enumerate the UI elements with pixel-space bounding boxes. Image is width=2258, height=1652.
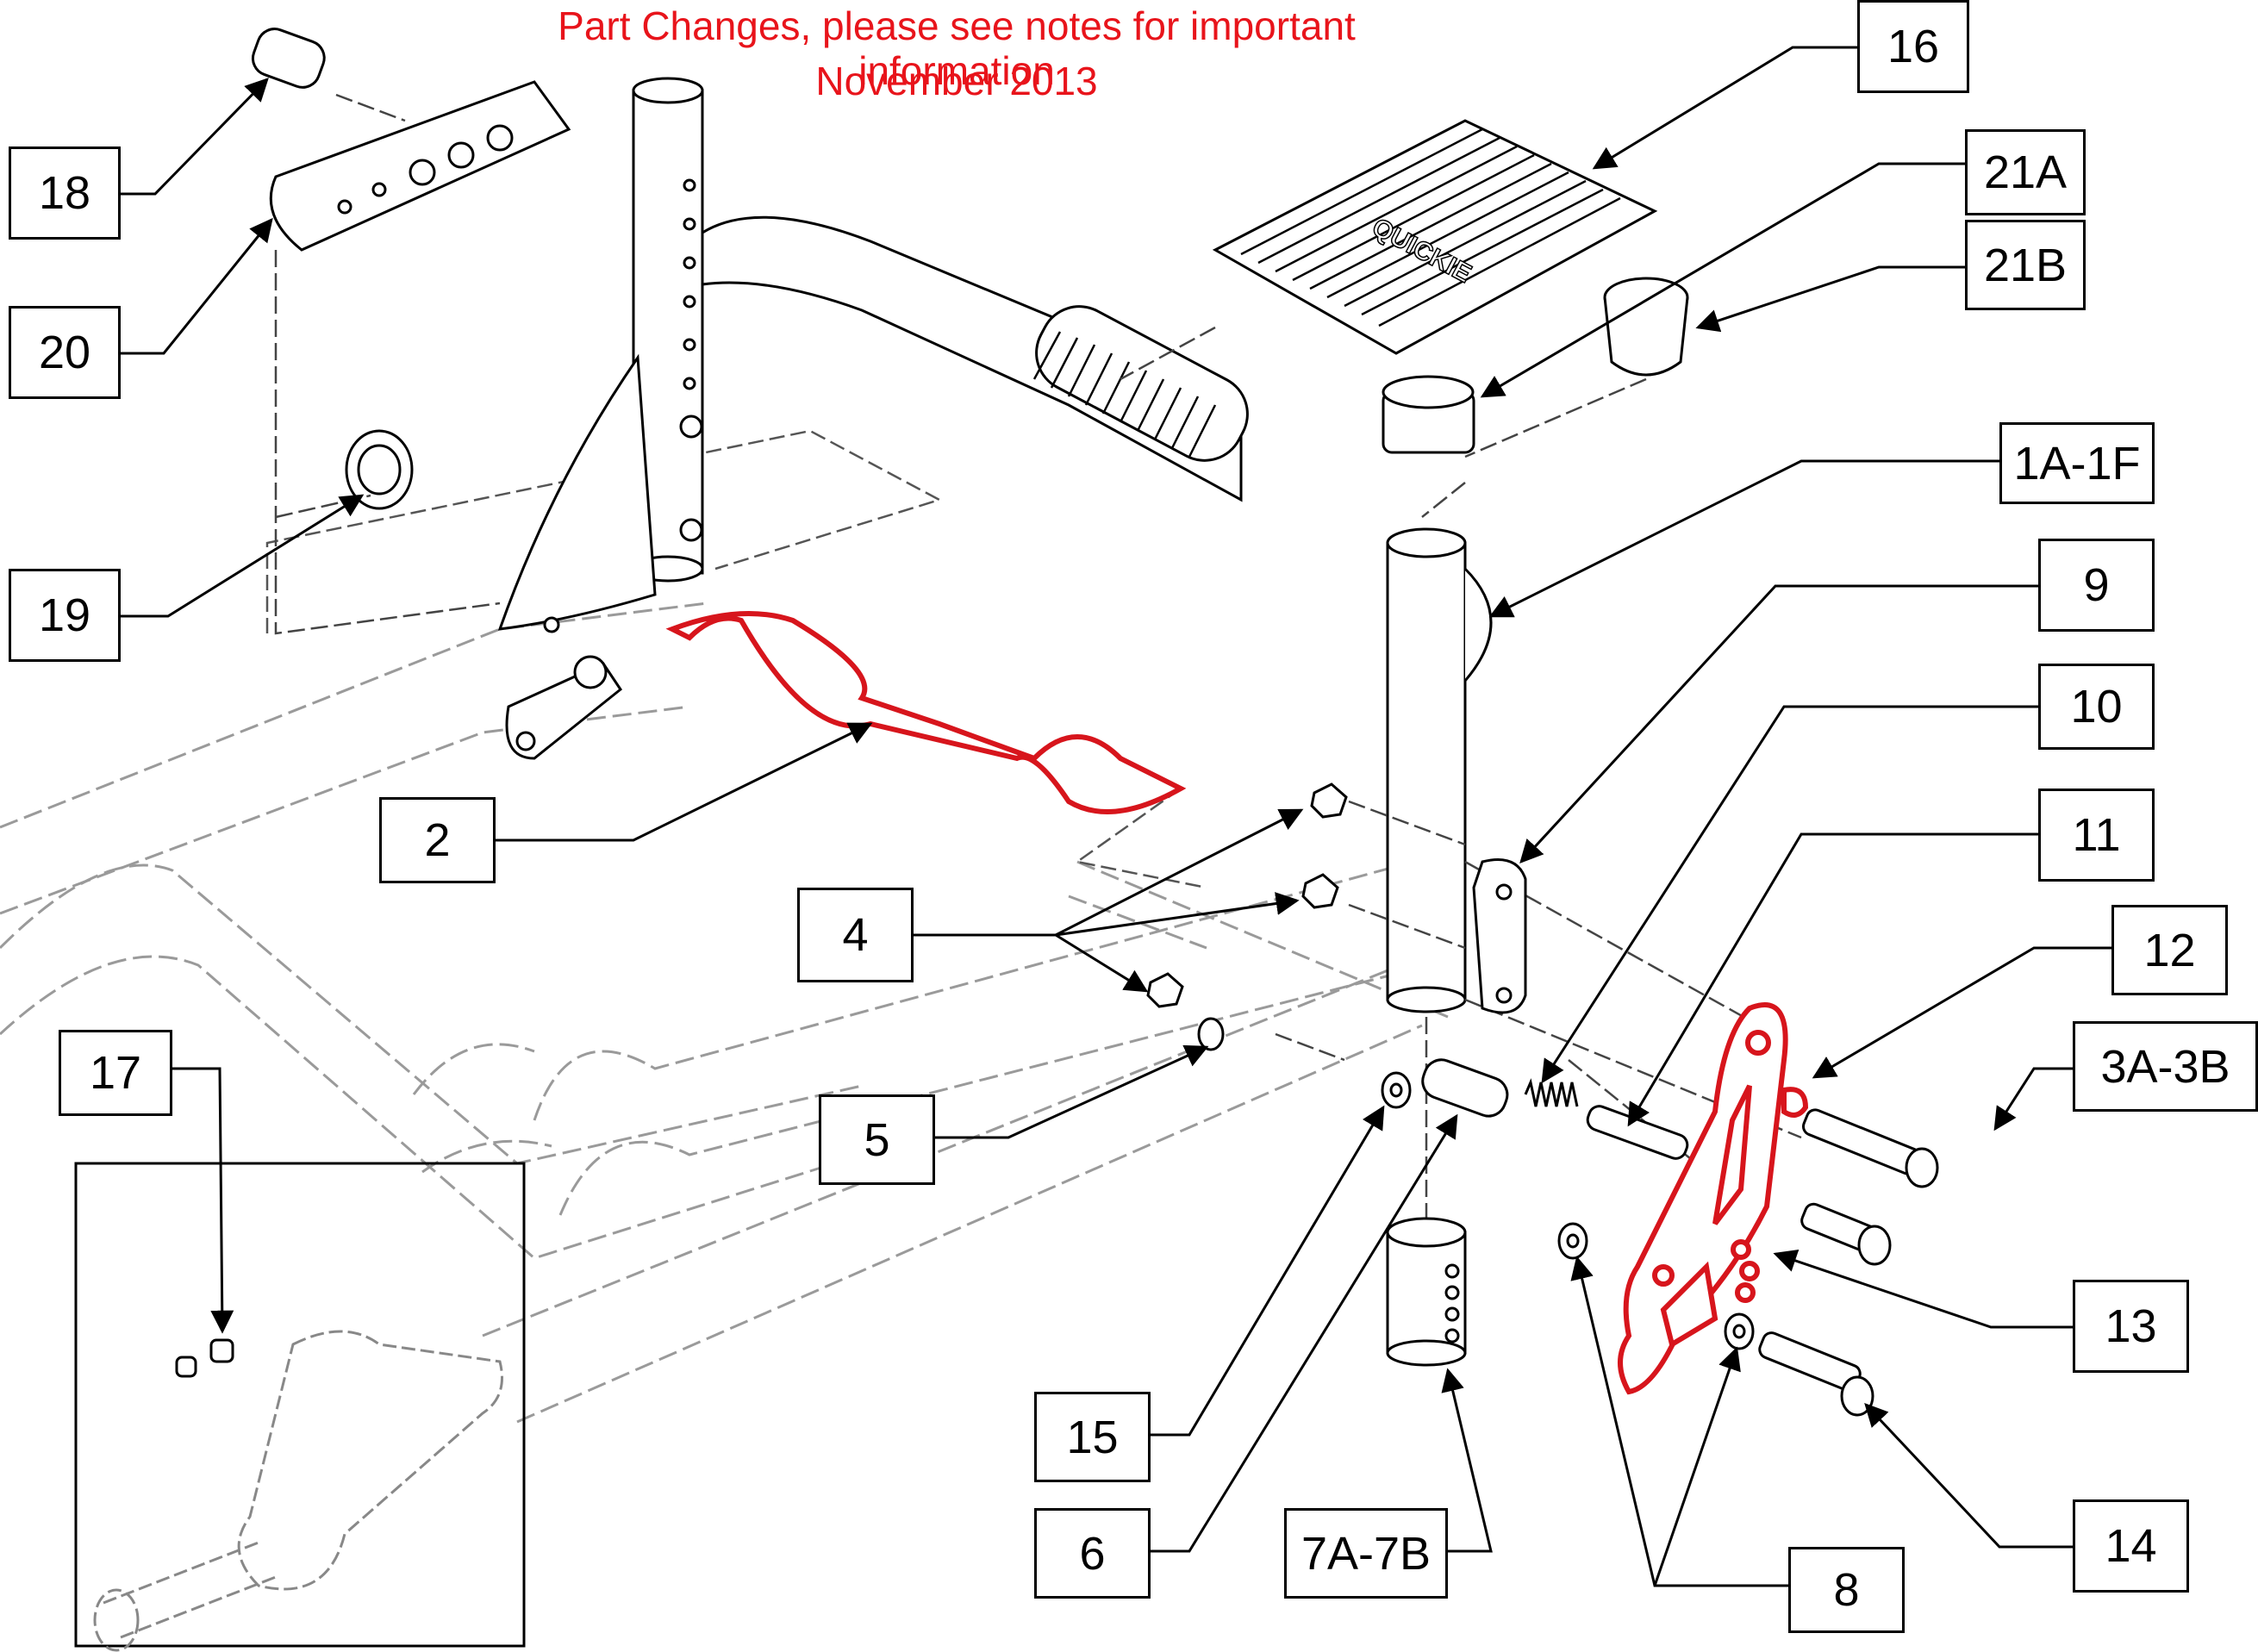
chair-frame-dashed bbox=[0, 602, 1449, 1424]
clamp-tube-20 bbox=[269, 80, 571, 252]
footplate-mat: QUICKIE bbox=[1212, 119, 1658, 355]
callout-3a-3b: 3A-3B bbox=[2073, 1021, 2258, 1112]
callout-18: 18 bbox=[9, 146, 121, 240]
left-bracket bbox=[505, 655, 623, 760]
end-cap-21a bbox=[1382, 375, 1475, 454]
spacer-6 bbox=[1421, 1058, 1509, 1118]
washers-8-15 bbox=[1381, 1071, 1755, 1350]
footrest-crossbar bbox=[701, 215, 1249, 502]
callout-13: 13 bbox=[2073, 1280, 2189, 1373]
callout-9: 9 bbox=[2038, 539, 2155, 632]
callout-1a-1f: 1A-1F bbox=[1999, 422, 2155, 504]
end-cap-21b bbox=[1603, 277, 1689, 377]
hanger-plate-13-highlight bbox=[1618, 1002, 1788, 1395]
callout-21b: 21B bbox=[1965, 220, 2086, 310]
callout-5: 5 bbox=[819, 1094, 935, 1185]
callout-17: 17 bbox=[59, 1030, 172, 1116]
callout-16: 16 bbox=[1857, 0, 1969, 93]
leader-lines bbox=[121, 46, 2111, 1587]
callout-14: 14 bbox=[2073, 1499, 2189, 1593]
callout-19: 19 bbox=[9, 569, 121, 662]
callout-2: 2 bbox=[379, 797, 496, 883]
callout-21a: 21A bbox=[1965, 129, 2086, 215]
bushing-19 bbox=[345, 429, 414, 510]
inset-detail-17 bbox=[74, 1162, 526, 1652]
callout-7a-7b: 7A-7B bbox=[1284, 1508, 1448, 1599]
clip-12-highlight bbox=[1781, 1087, 1809, 1118]
washer-5 bbox=[1197, 1017, 1225, 1051]
assembly-lines bbox=[274, 93, 1802, 1224]
bolts-3a-14 bbox=[1758, 1108, 1939, 1417]
sleeve-7 bbox=[1386, 1217, 1467, 1367]
left-post-tube bbox=[497, 77, 704, 633]
callout-12: 12 bbox=[2111, 905, 2228, 995]
link-plate-9 bbox=[1472, 858, 1527, 1014]
callout-6: 6 bbox=[1034, 1508, 1151, 1599]
spring-10 bbox=[1524, 1078, 1579, 1107]
top-cap-18 bbox=[251, 28, 326, 89]
right-post-tube bbox=[1386, 527, 1493, 1013]
callout-15: 15 bbox=[1034, 1392, 1151, 1482]
callout-10: 10 bbox=[2038, 664, 2155, 750]
callout-8: 8 bbox=[1788, 1547, 1905, 1633]
callout-11: 11 bbox=[2038, 789, 2155, 882]
strap-2-highlight bbox=[665, 611, 1187, 814]
callout-4: 4 bbox=[797, 888, 914, 982]
callout-20: 20 bbox=[9, 306, 121, 399]
seat-outline bbox=[265, 429, 943, 633]
nuts-4 bbox=[1146, 782, 1348, 1008]
